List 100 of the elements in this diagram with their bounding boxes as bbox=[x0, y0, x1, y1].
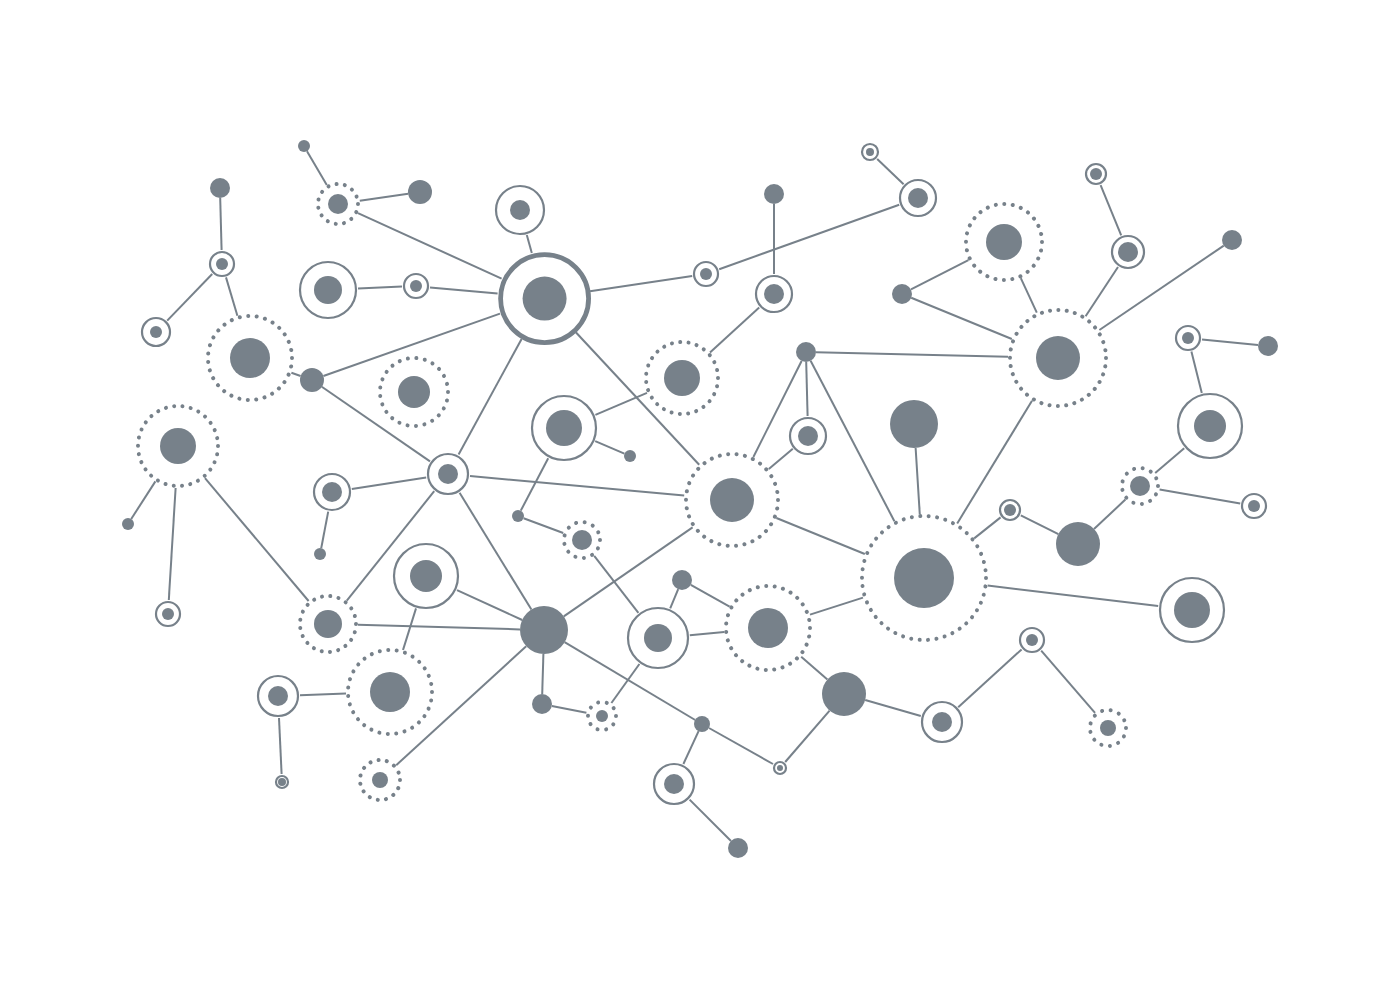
connector-line bbox=[278, 717, 283, 775]
network-node bbox=[788, 416, 828, 456]
network-node bbox=[392, 542, 460, 610]
connector-line bbox=[350, 476, 428, 490]
network-node bbox=[920, 700, 964, 744]
network-node bbox=[520, 606, 568, 654]
network-node bbox=[562, 520, 602, 560]
network-node bbox=[796, 342, 816, 362]
connector-line bbox=[610, 663, 641, 704]
connector-line bbox=[809, 359, 896, 523]
connector-line bbox=[219, 197, 223, 251]
connector-line bbox=[167, 487, 177, 601]
network-node bbox=[122, 518, 134, 530]
network-node bbox=[530, 394, 598, 462]
connector-line bbox=[1098, 244, 1225, 331]
connector-line bbox=[1201, 338, 1259, 346]
connector-line bbox=[130, 480, 157, 520]
connector-line bbox=[957, 648, 1023, 709]
network-node bbox=[408, 180, 432, 204]
network-node bbox=[964, 202, 1044, 282]
connector-line bbox=[525, 234, 533, 254]
connector-line bbox=[784, 709, 831, 763]
network-node bbox=[358, 758, 402, 802]
connector-line bbox=[541, 653, 545, 695]
network-node bbox=[626, 606, 690, 670]
connector-line bbox=[320, 385, 431, 463]
connector-line bbox=[688, 631, 726, 637]
connector-line bbox=[986, 584, 1160, 607]
network-node bbox=[1018, 626, 1046, 654]
network-node bbox=[1088, 708, 1128, 748]
network-node bbox=[822, 672, 866, 716]
connector-line bbox=[709, 306, 761, 354]
network-node bbox=[1008, 308, 1108, 408]
network-node bbox=[694, 716, 710, 732]
connector-line bbox=[522, 517, 565, 534]
connector-line bbox=[973, 516, 1002, 540]
connector-line bbox=[1099, 184, 1123, 237]
connector-line bbox=[589, 275, 694, 293]
connector-line bbox=[458, 491, 533, 611]
connector-line bbox=[562, 526, 694, 618]
network-node bbox=[764, 184, 784, 204]
connector-line bbox=[593, 554, 640, 614]
connector-line bbox=[457, 338, 523, 456]
network-node bbox=[898, 178, 938, 218]
network-node bbox=[1120, 466, 1160, 506]
network-node bbox=[684, 452, 780, 548]
network-node bbox=[672, 570, 692, 590]
connector-line bbox=[689, 583, 731, 608]
connector-line bbox=[1019, 514, 1060, 536]
connector-line bbox=[815, 351, 1009, 358]
network-node bbox=[298, 140, 310, 152]
connector-line bbox=[1019, 277, 1038, 314]
network-node bbox=[300, 368, 324, 392]
network-node bbox=[728, 838, 748, 858]
network-node bbox=[1056, 522, 1100, 566]
connector-line bbox=[550, 705, 588, 714]
connector-line bbox=[1084, 266, 1119, 318]
connector-line bbox=[395, 645, 528, 767]
network-node bbox=[316, 182, 360, 226]
network-node bbox=[497, 251, 591, 345]
connector-line bbox=[809, 596, 864, 616]
network-node bbox=[154, 600, 182, 628]
network-node bbox=[274, 774, 290, 790]
connector-line bbox=[1154, 447, 1186, 474]
connector-line bbox=[876, 158, 905, 186]
network-node bbox=[256, 674, 300, 718]
network-node bbox=[1258, 336, 1278, 356]
network-node bbox=[136, 404, 220, 488]
connector-line bbox=[357, 623, 521, 631]
network-node bbox=[772, 760, 788, 776]
connector-line bbox=[864, 699, 922, 717]
connector-line bbox=[402, 607, 417, 651]
connector-line bbox=[429, 286, 499, 295]
network-node bbox=[652, 762, 696, 806]
network-node bbox=[1084, 162, 1108, 186]
network-node bbox=[378, 356, 450, 428]
network-node bbox=[724, 584, 812, 672]
network-node bbox=[644, 340, 720, 416]
connector-line bbox=[299, 692, 347, 697]
connector-line bbox=[1158, 488, 1242, 505]
network-node bbox=[1110, 234, 1146, 270]
connector-line bbox=[519, 457, 550, 512]
connector-line bbox=[910, 296, 1013, 340]
connector-line bbox=[574, 331, 701, 466]
network-node bbox=[586, 700, 618, 732]
connector-line bbox=[357, 285, 403, 290]
network-node bbox=[210, 178, 230, 198]
connector-line bbox=[669, 588, 680, 610]
connector-line bbox=[956, 399, 1033, 525]
network-node bbox=[494, 184, 546, 236]
network-node bbox=[206, 314, 294, 402]
network-node bbox=[692, 260, 720, 288]
network-node bbox=[208, 250, 236, 278]
network-node bbox=[1222, 230, 1242, 250]
network-node bbox=[998, 498, 1022, 522]
network-node bbox=[426, 452, 470, 496]
connector-line bbox=[456, 589, 524, 621]
network-node bbox=[298, 594, 358, 654]
network-node bbox=[298, 260, 358, 320]
network-node bbox=[890, 400, 938, 448]
